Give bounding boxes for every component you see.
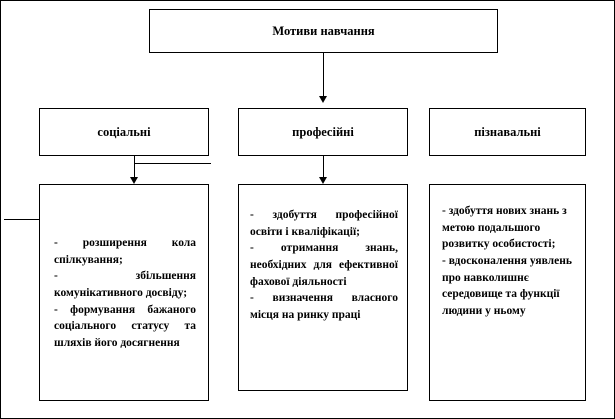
professional-bullet-2: - отримання знань, необхідних для ефекти… — [250, 242, 398, 288]
connector-horizontal-segment — [134, 163, 211, 164]
arrow-down-icon — [130, 177, 138, 184]
social-bullet-3: - формування бажаного соціального статус… — [54, 303, 196, 350]
detail-box-cognitive: - здобуття нових знань з метою подальшог… — [429, 184, 586, 401]
cognitive-bullet-2: - вдосконалення уявлень про навколишнє с… — [442, 255, 572, 318]
arrow-down-icon — [319, 96, 327, 103]
node-cognitive-label: пізнавальні — [474, 124, 541, 139]
arrow-down-icon — [319, 177, 327, 184]
node-social: соціальні — [39, 108, 209, 156]
professional-bullet-1: - здобуття професійної освіти і кваліфік… — [250, 209, 398, 238]
node-professional-label: професійні — [292, 124, 354, 139]
professional-bullet-3: - визначення власного місця на ринку пра… — [250, 292, 398, 322]
node-cognitive: пізнавальні — [429, 108, 586, 156]
cognitive-bullet-1: - здобуття нових знань з метою подальшог… — [442, 205, 567, 251]
social-bullet-2: - збільшення комунікативного досвіду; — [54, 270, 196, 300]
node-social-label: соціальні — [97, 124, 151, 139]
social-bullet-1: - розширення кола спілкування; — [54, 237, 196, 266]
node-motives: Мотиви навчання — [149, 9, 498, 53]
connector-professional-line — [323, 156, 324, 177]
detail-box-professional: - здобуття професійної освіти і кваліфік… — [238, 184, 408, 391]
node-professional: професійні — [238, 108, 408, 156]
detail-box-social: - розширення кола спілкування; - збільше… — [39, 184, 209, 401]
connector-root-line — [323, 53, 324, 97]
connector-left-segment — [4, 219, 39, 220]
node-motives-label: Мотиви навчання — [272, 23, 375, 38]
connector-social-line — [134, 156, 135, 177]
